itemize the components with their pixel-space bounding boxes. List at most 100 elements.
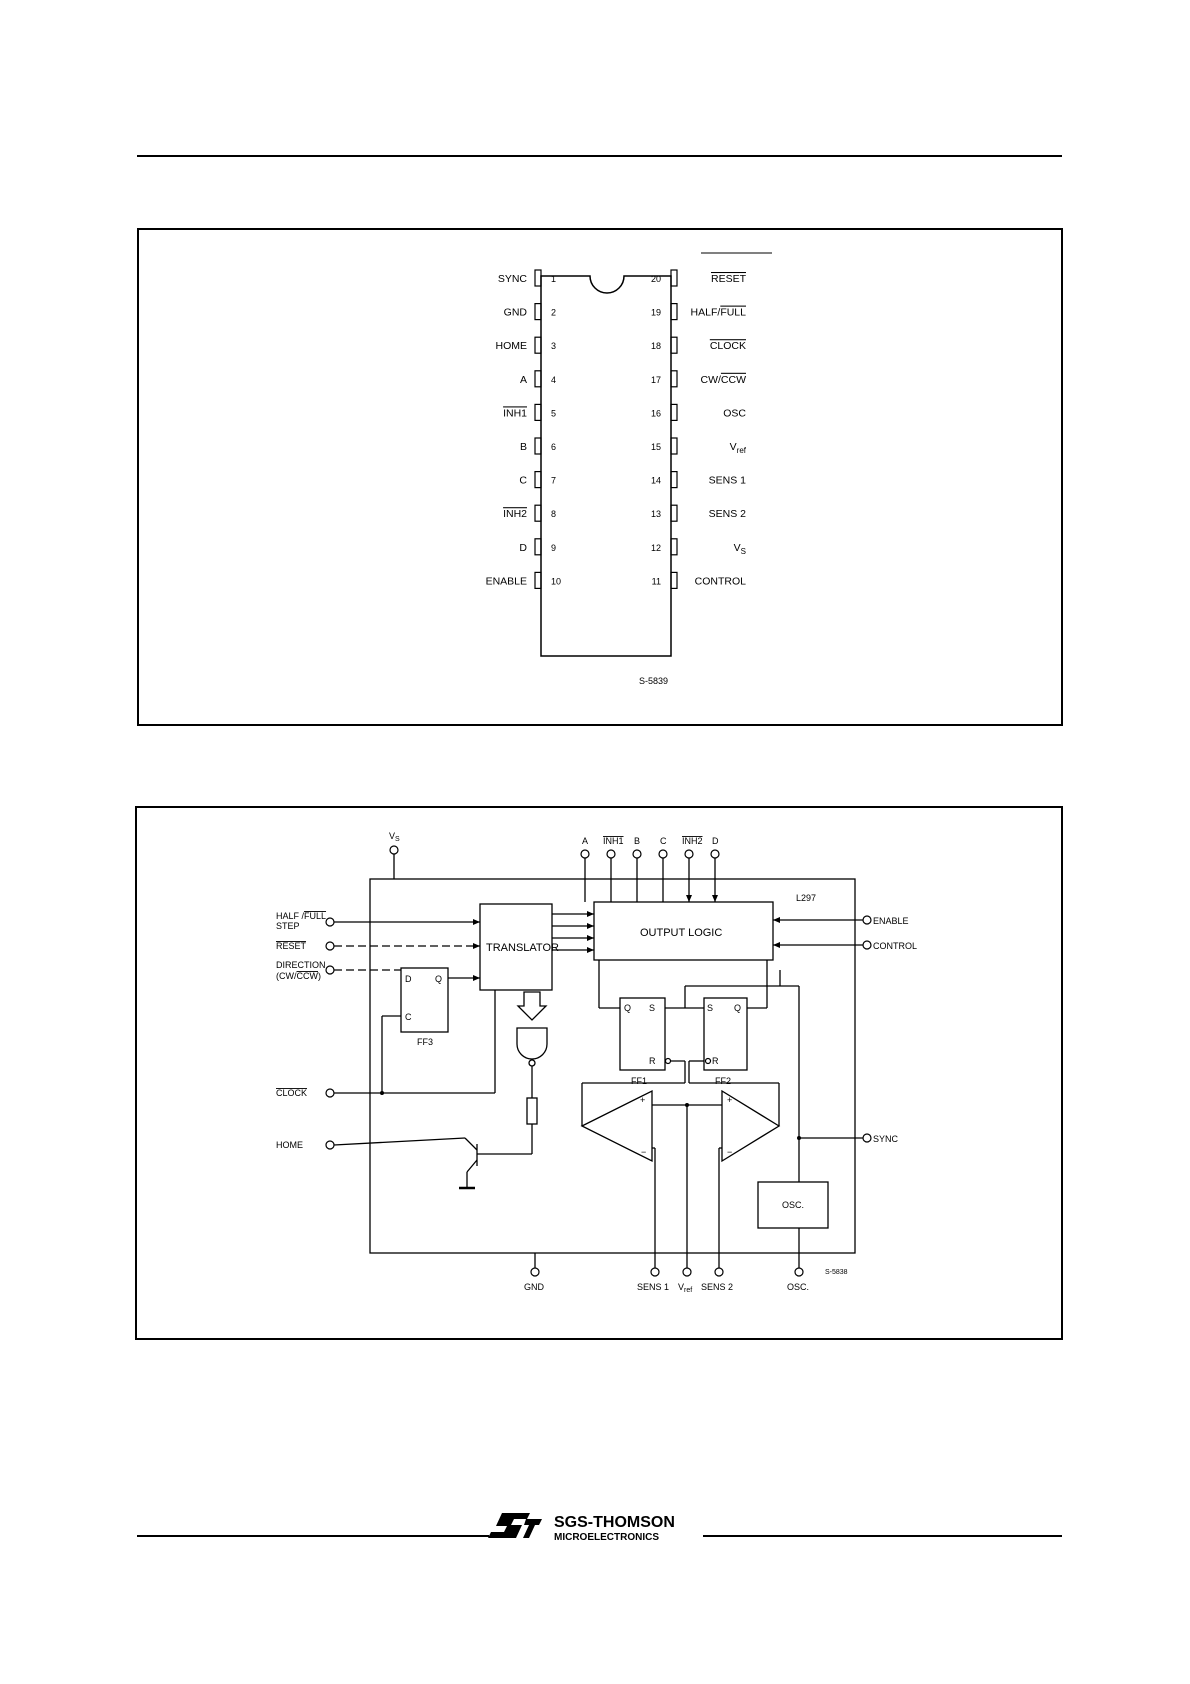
left-pin-lead [534,302,542,321]
right-pin-number: 13 [651,509,661,519]
reset-label: RESET [276,941,307,951]
right-pin-lead [670,370,678,388]
left-pin-number: 5 [551,408,556,418]
brand-line1: SGS-THOMSON [554,1514,675,1531]
left-pin-name: SYNC [498,273,528,285]
ff2-block [703,997,748,1071]
translator-block [479,903,553,991]
osc-label: OSC. [787,1282,809,1292]
left-pin-name: INH1 [503,407,527,419]
output-logic-block [593,901,774,961]
svg-text:+: + [727,1095,732,1105]
ff2-label: FF2 [715,1076,731,1086]
c-pin-label: C [660,836,667,846]
direction-label: DIRECTION [276,960,326,970]
brand-line2: MICROELECTRONICS [554,1532,659,1543]
right-pin-lead [670,437,678,455]
right-pin-name: HALF/FULL [691,307,747,319]
right-pin-name: SENS 2 [709,508,747,520]
left-pin-lead [534,269,542,287]
ff3-c: C [405,1012,412,1022]
inh2-pin-label: INH2 [682,836,703,846]
right-pin-lead [670,538,678,556]
block-diagram-frame: TRANSLATOR OUTPUT LOGIC L297 OSC. FF3 FF… [135,806,1063,1340]
left-pin-lead [534,336,542,354]
right-pin-lead [670,504,678,522]
left-pin-lead [534,504,542,522]
left-pin-number: 3 [551,341,556,351]
right-pin-number: 11 [652,576,661,586]
left-pin-number: 7 [551,476,556,486]
left-pin-lead [534,370,542,388]
translator-label: TRANSLATOR [486,942,559,954]
ff2-r: R [712,1056,719,1066]
ff1-r: R [649,1056,656,1066]
st-logo-icon [488,1513,542,1538]
right-pin-lead [670,571,678,589]
right-pin-name: SENS 1 [709,475,747,487]
right-pin-lead [670,471,678,489]
left-pin-name: GND [504,307,528,319]
svg-text:−: − [727,1147,732,1157]
block-diagram: TRANSLATOR OUTPUT LOGIC L297 OSC. FF3 FF… [276,831,917,1294]
right-pin-name: OSC [723,407,746,419]
right-pin-number: 19 [651,308,661,318]
ff1-label: FF1 [631,1076,647,1086]
enable-label: ENABLE [873,916,909,926]
ff3-d: D [405,974,412,984]
cw-ccw-label: (CW/CCW) [276,971,321,981]
left-pin-name: ENABLE [486,575,527,587]
sens1-label: SENS 1 [637,1282,669,1292]
inh1-pin-label: INH1 [603,836,624,846]
control-label: CONTROL [873,941,917,951]
clock-label: CLOCK [276,1088,307,1098]
pinout-ref-code: S-5839 [639,676,668,686]
footer-rule-left [137,1535,489,1537]
st-logo: SGS-THOMSON MICROELECTRONICS [486,1505,696,1545]
sync-label: SYNC [873,1134,899,1144]
left-pin-lead [534,437,542,455]
left-pin-name: HOME [496,340,528,352]
right-pin-lead [670,403,678,421]
ff1-s: S [649,1003,655,1013]
ff2-q: Q [734,1003,741,1013]
left-pin-name: C [519,475,527,487]
left-pin-number: 6 [551,442,556,452]
right-pin-lead [670,302,678,321]
resistor [526,1097,538,1125]
ff3-block [400,967,449,1033]
block-ref-code: S-5838 [825,1269,848,1276]
ff1-q: Q [624,1003,631,1013]
right-pin-name: VS [734,542,746,556]
left-pin-number: 1 [551,274,556,284]
left-pin-name: INH2 [503,508,527,520]
half-full-label: HALF /FULL [276,911,326,921]
left-pin-number: 2 [551,308,556,318]
ff1-block [619,997,666,1071]
footer-rule-right [703,1535,1062,1537]
right-pin-number: 17 [651,375,661,385]
left-pin-lead [534,403,542,421]
right-pin-number: 14 [651,476,661,486]
right-pin-number: 18 [651,341,661,351]
vs-pin-label: VS [389,831,400,843]
osc-block-label: OSC. [782,1200,804,1210]
pin-connection-diagram: 1SYNC2GND3HOME4A5INH16B7C8INH29D10ENABLE… [486,252,772,686]
left-pin-lead [534,571,542,589]
home-label: HOME [276,1140,303,1150]
vref-label: Vref [678,1282,692,1294]
d-pin-label: D [712,836,719,846]
right-pin-name: Vref [730,441,747,455]
right-pin-lead [670,269,678,287]
right-pin-lead [670,336,678,354]
right-pin-name: RESET [711,273,747,285]
left-pin-lead [534,538,542,556]
right-pin-name: CW/CCW [701,374,747,386]
a-pin-label: A [582,836,588,846]
left-pin-number: 8 [551,509,556,519]
right-pin-number: 12 [651,543,661,553]
svg-text:−: − [641,1147,646,1157]
